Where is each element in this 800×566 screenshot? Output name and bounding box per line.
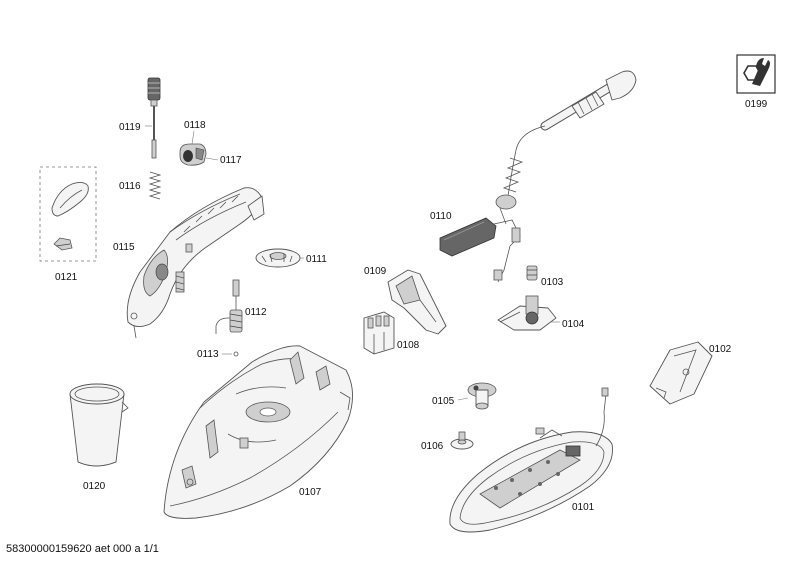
part-0115-handle: [126, 187, 265, 339]
part-0118-knob: [179, 143, 207, 166]
part-0109-bracket: [387, 269, 447, 335]
part-0102-bracket: [649, 341, 713, 405]
part-label-0109: 0109: [364, 266, 387, 277]
part-0120-water-cup: [69, 383, 129, 467]
part-0107-housing: [163, 345, 353, 519]
part-0112-pump: [215, 279, 243, 334]
part-0108-connector: [363, 311, 395, 355]
part-0119-adjuster-rod: [147, 77, 161, 159]
part-label-0111: 0111: [306, 254, 327, 265]
part-label-0112: 0112: [245, 307, 267, 318]
part-label-0113: 0113: [197, 349, 219, 360]
document-id-footer: 58300000159620 aet 000 a 1/1: [6, 543, 159, 555]
part-0101-soleplate: [449, 387, 613, 533]
part-label-0120: 0120: [83, 481, 106, 492]
part-label-0199: 0199: [745, 99, 768, 110]
part-label-0110: 0110: [430, 211, 452, 222]
part-label-0105: 0105: [432, 396, 455, 407]
part-0105-valve: [467, 382, 497, 410]
part-label-0119: 0119: [119, 122, 141, 133]
part-label-0107: 0107: [299, 487, 322, 498]
part-label-0106: 0106: [421, 441, 444, 452]
part-label-0116: 0116: [119, 181, 141, 192]
part-label-0108: 0108: [397, 340, 420, 351]
part-label-0115: 0115: [113, 242, 135, 253]
part-label-0103: 0103: [541, 277, 564, 288]
part-0103-knob: [526, 265, 538, 281]
part-label-0117: 0117: [220, 155, 242, 166]
part-label-0102: 0102: [709, 344, 732, 355]
wrench-nut-icon: [736, 54, 776, 94]
part-0121-clip: [53, 237, 73, 251]
part-0104-thermostat: [497, 295, 557, 331]
part-0116-spring: [148, 171, 162, 200]
part-0121-cover: [51, 181, 89, 217]
part-label-0121: 0121: [55, 272, 78, 283]
part-0110-power-cord: [439, 70, 637, 283]
part-label-0101: 0101: [572, 502, 595, 513]
part-label-0104: 0104: [562, 319, 585, 330]
part-label-0118: 0118: [184, 120, 206, 131]
part-0106-washer: [450, 431, 474, 450]
part-0111-disc: [255, 248, 301, 268]
